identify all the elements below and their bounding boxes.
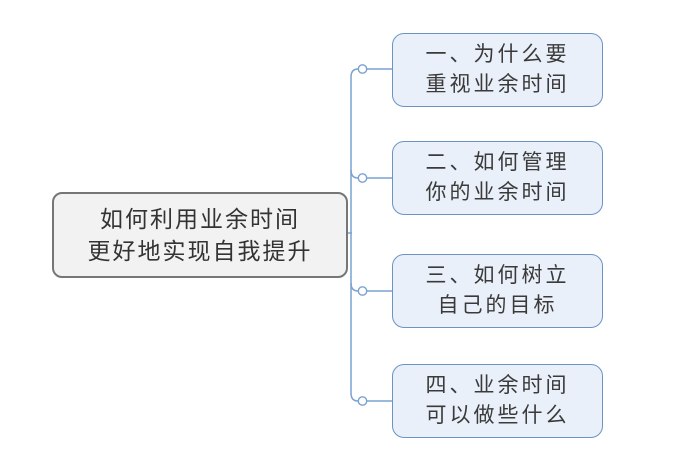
branch-4-text-line1: 四、业余时间	[425, 374, 570, 397]
branch-1-text-line2: 重视业余时间	[425, 73, 570, 96]
branch-collapse-dot-2[interactable]	[357, 173, 368, 183]
branch-3-text-line2: 自己的目标	[437, 294, 558, 317]
root-topic-text-line1: 如何利用业余时间	[100, 206, 300, 232]
branch-2-text-line2: 你的业余时间	[425, 181, 570, 204]
branch-node-3[interactable]: 三、如何树立 自己的目标	[392, 254, 603, 328]
branch-node-1[interactable]: 一、为什么要 重视业余时间	[392, 33, 603, 107]
branch-collapse-dot-3[interactable]	[357, 286, 368, 296]
branch-node-4[interactable]: 四、业余时间 可以做些什么	[392, 364, 603, 438]
branch-node-2[interactable]: 二、如何管理 你的业余时间	[392, 141, 603, 215]
branch-4-text-line2: 可以做些什么	[425, 404, 570, 427]
branch-collapse-dot-4[interactable]	[357, 396, 368, 406]
branch-elbow-2	[350, 169, 359, 179]
branch-elbow-3	[350, 282, 359, 292]
branch-collapse-dot-1[interactable]	[357, 64, 368, 74]
root-topic-node[interactable]: 如何利用业余时间 更好地实现自我提升	[52, 192, 348, 278]
root-topic-text-line2: 更好地实现自我提升	[87, 238, 313, 264]
branch-3-text-line1: 三、如何树立	[425, 264, 570, 287]
branch-2-text-line1: 二、如何管理	[425, 151, 570, 174]
connector-trunk	[350, 68, 359, 402]
branch-1-text-line1: 一、为什么要	[425, 43, 570, 66]
